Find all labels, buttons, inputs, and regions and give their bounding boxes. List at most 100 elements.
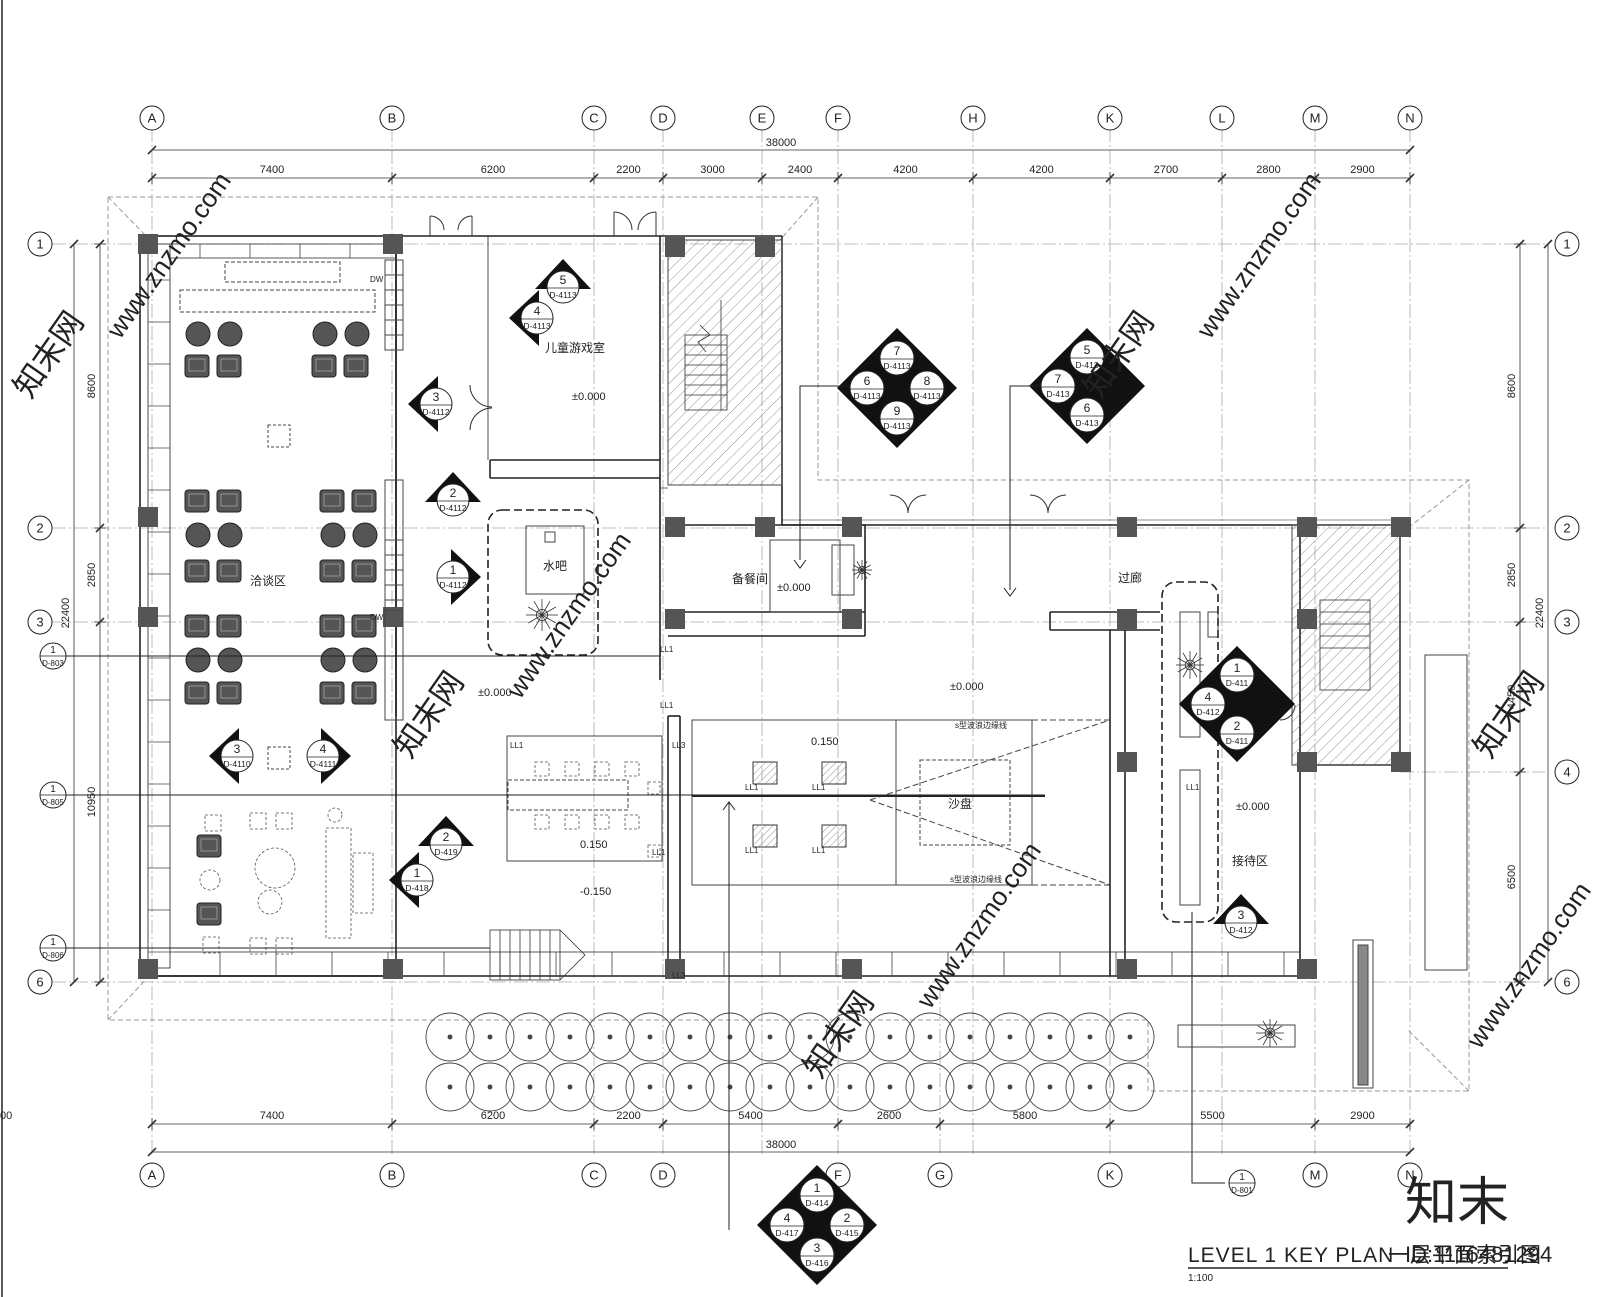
axis-bubble-circle [825, 105, 851, 131]
level-mark: ±0.000 [1236, 801, 1270, 813]
section-num: 1 [1239, 1172, 1245, 1183]
column [842, 609, 862, 629]
axis-bubble-circle [1554, 969, 1580, 995]
elevation-tag-4112-3: 3D-4112 [408, 376, 453, 432]
armchair-seat [220, 685, 238, 699]
armchair [184, 681, 210, 705]
armchair-seat [200, 838, 218, 852]
ll-note: LL3 [672, 971, 686, 980]
dim-label: 2800 [1256, 164, 1280, 176]
tree-trunk [1047, 1084, 1053, 1090]
section-marker: 1D-803 [39, 642, 660, 670]
coffee-table [254, 847, 296, 889]
level-mark: ±0.000 [950, 681, 984, 693]
elevation-tag-419: 2D-419 [418, 816, 474, 861]
room-label-bar: 水吧 [543, 559, 567, 573]
level-mark: ±0.000 [572, 391, 606, 403]
tree-canopy [985, 1012, 1035, 1062]
axis-bubble-circle [1209, 105, 1235, 131]
plant-leaf [853, 564, 863, 571]
plant-leaf [1177, 664, 1191, 673]
side-stool [249, 812, 267, 830]
axis-top-K: K [1097, 105, 1123, 131]
elevation-num: 6 [864, 374, 871, 388]
armchair [196, 834, 222, 858]
elevation-bubble [1219, 715, 1255, 751]
round-table [344, 321, 370, 347]
elevation-ref: D-411 [1226, 678, 1249, 688]
plan-scale: 1:100 [1188, 1273, 1213, 1284]
armchair-seat [323, 685, 341, 699]
dim-slash [1515, 617, 1525, 627]
axis-bubble-label: C [589, 111, 598, 126]
axis-bubble-circle [1554, 231, 1580, 257]
axis-bubble-circle [650, 105, 676, 131]
section-ref: D-801 [1231, 1186, 1253, 1195]
tree-canopy [705, 1062, 755, 1112]
axis-bubble-label: N [1405, 111, 1414, 126]
elevation-tag-kids-4: 4D-4113 [509, 290, 554, 346]
axis-bottom-A: A [139, 1162, 165, 1188]
dim-slash [95, 523, 105, 533]
elevation-num: 1 [814, 1181, 821, 1195]
plant-leaf [1269, 1032, 1278, 1046]
tree-trunk [967, 1084, 973, 1090]
dim-label: 2200 [616, 164, 640, 176]
section-marker: 1D-801 [1228, 1169, 1256, 1197]
elevation-num: 5 [1084, 343, 1091, 357]
elevation-num: 1 [450, 563, 457, 577]
axis-bubble-label: 1 [1563, 237, 1570, 252]
title-block: LEVEL 1 KEY PLAN 一层平面索引图 1:100 [1188, 1244, 1541, 1284]
plant-leaf [1177, 657, 1191, 666]
lounge-set [199, 807, 374, 955]
elevation-num: 4 [320, 742, 327, 756]
tree-trunk [1127, 1084, 1133, 1090]
sand-table-block [752, 824, 778, 848]
dim-label: 6200 [481, 164, 505, 176]
axis-bubble-circle [139, 105, 165, 131]
column [383, 607, 403, 627]
column [1297, 959, 1317, 979]
tree-canopy [745, 1012, 795, 1062]
axis-right-3: 3 [1554, 609, 1580, 635]
elevation-bubble [849, 370, 885, 406]
chair [624, 761, 640, 777]
dim-slash [95, 977, 105, 987]
watermark-text: www.znzmo.com [1190, 166, 1327, 344]
round-table [185, 321, 211, 347]
tree-trunk [527, 1034, 533, 1040]
elevation-ref: D-413 [1046, 389, 1069, 399]
water-bar-island [487, 509, 599, 656]
plant-leaf [1257, 1025, 1271, 1034]
tree-canopy [1065, 1012, 1115, 1062]
armchair [319, 614, 345, 638]
tree-trunk [967, 1034, 973, 1040]
dim-slash [147, 173, 157, 183]
round-table [320, 647, 346, 673]
plant-leaf [1189, 652, 1198, 666]
plant-leaf [1262, 1032, 1271, 1046]
room-label-talk: 洽谈区 [250, 574, 286, 588]
elevation-num: 2 [844, 1211, 851, 1225]
axis-bubble-label: 3 [36, 615, 43, 630]
chair [647, 844, 661, 858]
axis-bubble-label: M [1310, 111, 1321, 126]
dim-slash [1543, 977, 1553, 987]
elevation-num: 4 [784, 1211, 791, 1225]
armchair [351, 614, 377, 638]
elevation-num: 1 [414, 866, 421, 880]
column [138, 607, 158, 627]
axis-bottom-C: C [581, 1162, 607, 1188]
tree-canopy [425, 1012, 475, 1062]
axis-bubble-circle [139, 1162, 165, 1188]
plant-leaf [861, 561, 868, 571]
elevation-ref: D-417 [775, 1228, 798, 1238]
tree-trunk [567, 1084, 573, 1090]
elevation-num: 1 [1234, 661, 1241, 675]
elevation-bubble [520, 301, 554, 335]
ll-note: LL1 [510, 741, 524, 750]
tree-canopy [545, 1012, 595, 1062]
axis-bubble-label: 6 [1563, 975, 1570, 990]
elevation-num: 3 [234, 742, 241, 756]
dim-label: 8600 [86, 374, 98, 398]
